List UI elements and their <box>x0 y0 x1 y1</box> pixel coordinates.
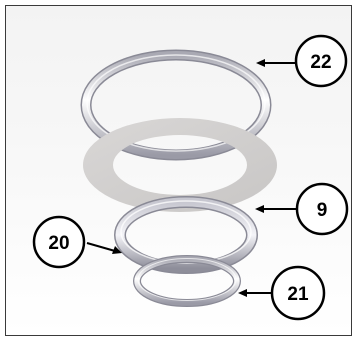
callout-9: 9 <box>255 182 349 236</box>
callout-bubble-20 <box>32 215 86 269</box>
arrowhead-22 <box>256 59 265 67</box>
callout-bubble-21 <box>270 265 326 321</box>
callout-label-9: 9 <box>317 200 328 221</box>
callout-20: 20 <box>32 215 122 269</box>
arrowhead-9 <box>255 205 264 213</box>
callout-bubble-9 <box>295 182 349 236</box>
arrowhead-20 <box>112 246 122 254</box>
callout-21: 21 <box>238 265 326 321</box>
callout-22: 22 <box>256 34 348 88</box>
callout-label-20: 20 <box>48 233 69 254</box>
arrowhead-21 <box>238 289 247 297</box>
flat-gasket-washer <box>82 117 278 213</box>
callout-bubble-22 <box>294 34 348 88</box>
small-o-ring <box>133 255 241 307</box>
callout-label-21: 21 <box>287 284 309 305</box>
large-o-ring <box>80 49 272 161</box>
callout-label-22: 22 <box>310 52 331 73</box>
leader-line-20 <box>86 242 116 252</box>
